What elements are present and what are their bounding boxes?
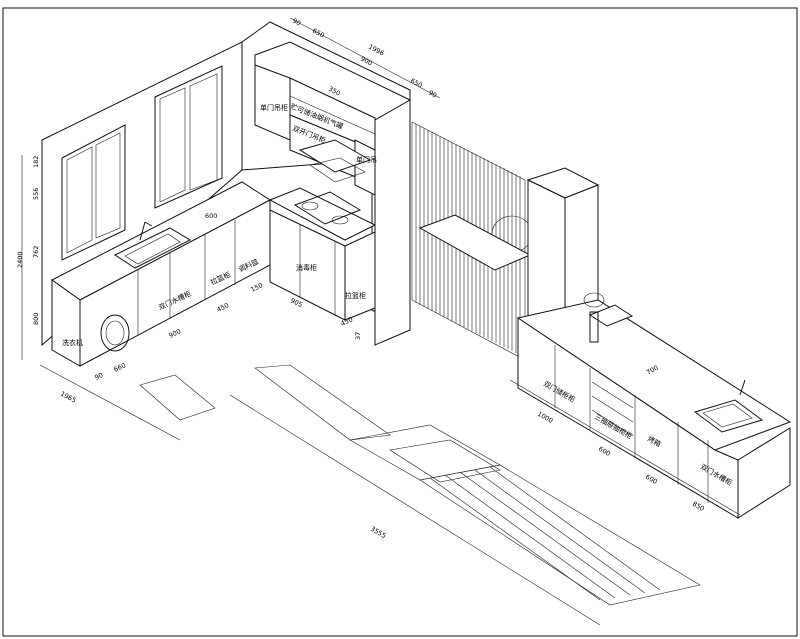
dim-800: 800 xyxy=(32,313,40,325)
dim-900b: 900 xyxy=(167,327,182,340)
dim-900: 900 xyxy=(359,55,374,68)
dim-top-90: 90 xyxy=(291,17,302,28)
window-right xyxy=(154,65,223,209)
dim-top-650: 650 xyxy=(311,27,326,40)
washing-machine xyxy=(100,314,130,352)
dimension-lines xyxy=(21,17,741,626)
dim-37: 37 xyxy=(354,332,362,340)
dim-2400: 2400 xyxy=(16,251,24,268)
island-shelf xyxy=(588,304,634,327)
dim-660: 660 xyxy=(112,361,127,374)
dim-182: 182 xyxy=(32,156,40,168)
dim-90c: 90 xyxy=(93,371,104,382)
dim-1965: 1965 xyxy=(59,390,77,405)
cooktop xyxy=(293,191,362,225)
dim-600a: 600 xyxy=(205,212,217,220)
label-disinfection: 消毒柜 xyxy=(296,263,317,272)
upper-cabinets xyxy=(254,41,411,196)
dim-556: 556 xyxy=(32,188,40,200)
floor-plan xyxy=(139,364,701,606)
label-single-door-top-right: 单门吊 xyxy=(356,155,377,164)
dim-90b: 90 xyxy=(427,89,438,100)
dim-1000: 1000 xyxy=(536,410,554,425)
island-end xyxy=(737,427,791,519)
dim-762: 762 xyxy=(32,246,40,258)
dim-850: 850 xyxy=(691,500,706,513)
range-hood-base xyxy=(309,157,366,183)
dim-1996: 1996 xyxy=(367,43,385,58)
sink-island xyxy=(693,379,764,433)
window-left xyxy=(61,124,126,261)
fridge-column xyxy=(526,167,600,336)
base-cabinet-side xyxy=(344,231,376,321)
dim-450: 450 xyxy=(215,301,230,314)
small-table xyxy=(418,214,532,271)
dim-600b: 600 xyxy=(597,445,612,458)
range-hood xyxy=(298,139,372,173)
sink-left xyxy=(113,221,192,269)
label-washer: 洗衣机 xyxy=(62,338,83,347)
tall-panel xyxy=(374,99,411,346)
dim-150: 150 xyxy=(249,281,264,294)
dim-3555: 3555 xyxy=(369,525,387,540)
label-single-door-top-left: 单门吊柜 xyxy=(260,103,288,112)
plant-vase xyxy=(583,292,605,343)
dim-600c: 600 xyxy=(644,473,659,486)
dim-650b: 650 xyxy=(409,77,424,90)
drawing-frame xyxy=(2,7,798,637)
label-pull-basket: 拉篮柜 xyxy=(345,291,366,300)
